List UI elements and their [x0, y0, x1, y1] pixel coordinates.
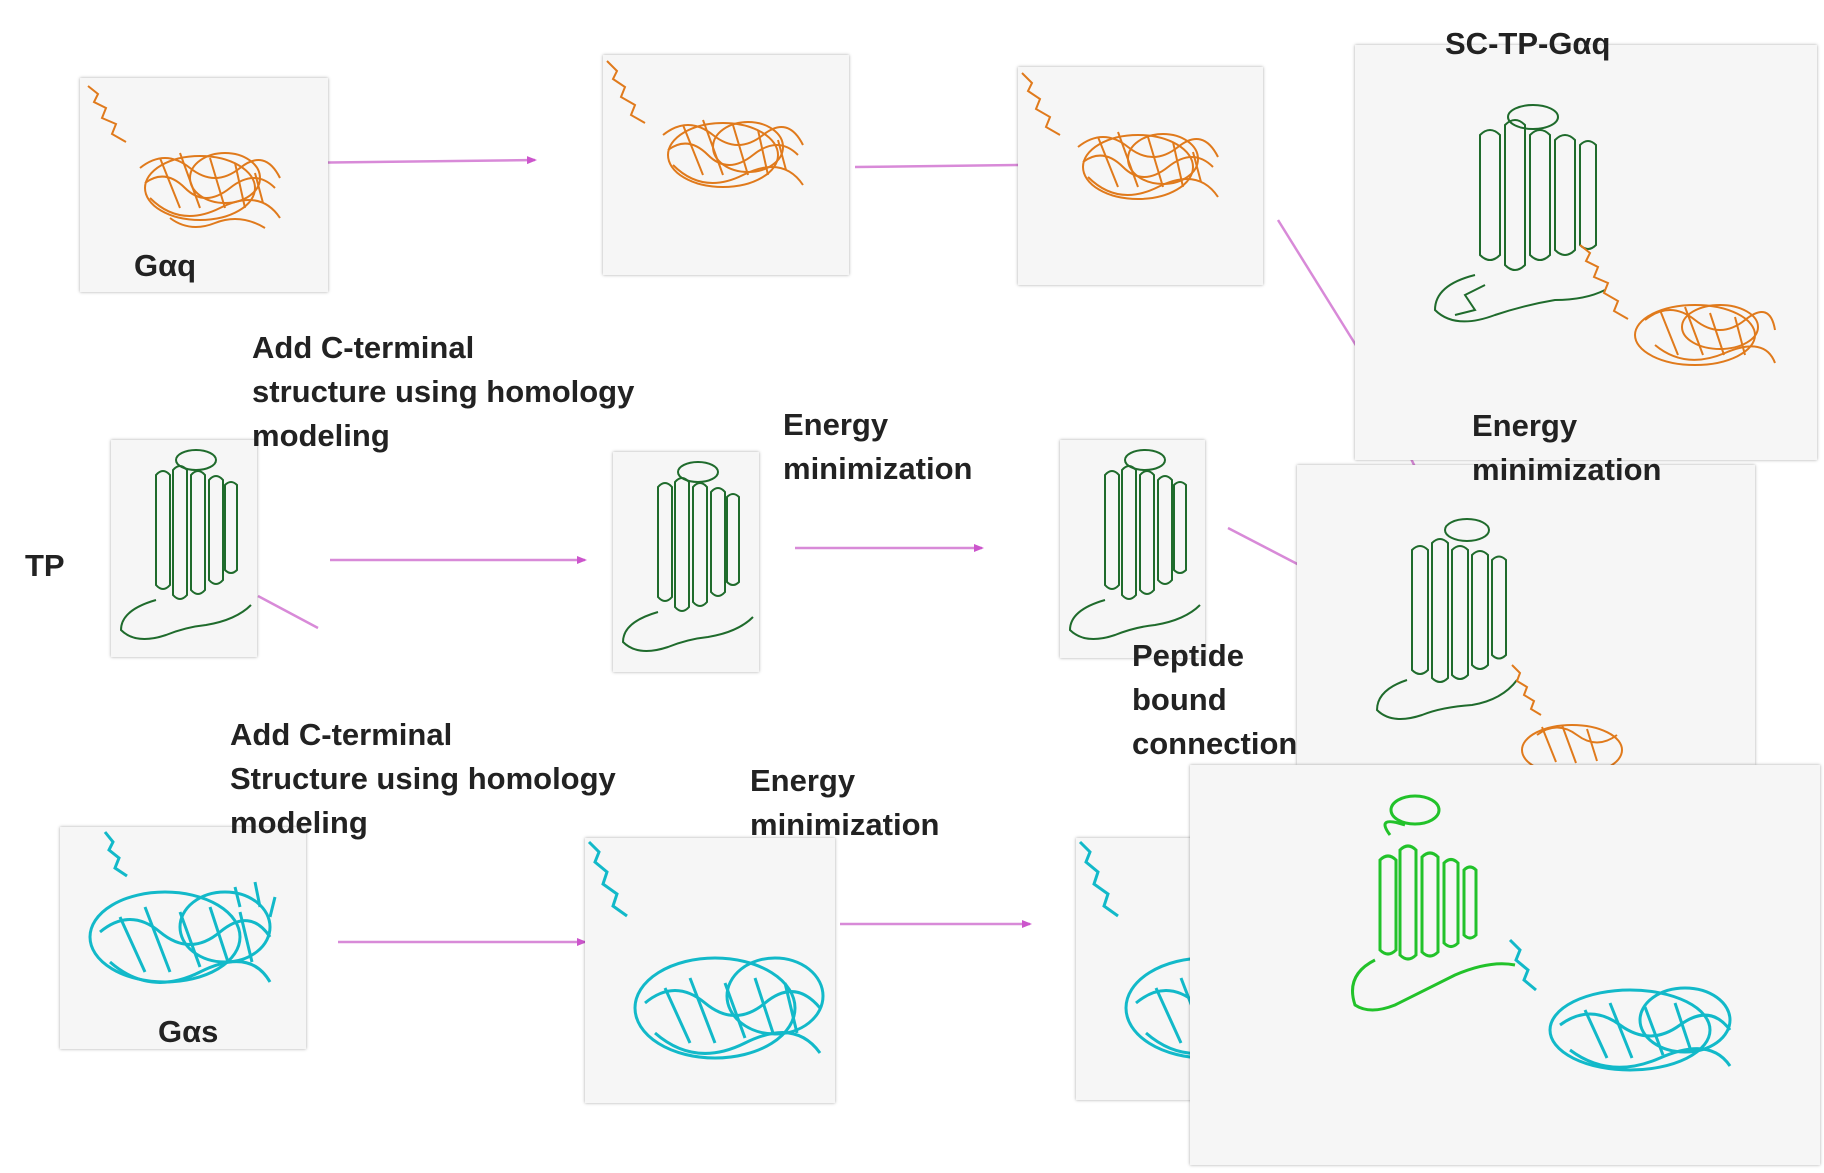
arrow-gaq-2	[855, 165, 1020, 167]
tp-gaq-complex-structure	[1297, 465, 1755, 765]
panel-gas-2	[585, 838, 835, 1103]
panel-gaq-2	[603, 55, 849, 275]
label-gas: Gαs	[158, 1010, 218, 1054]
label-add-c-terminal-2: Add C-terminal Structure using homology …	[230, 713, 616, 845]
gaq-protein-structure	[80, 78, 328, 292]
label-energy-min-1: Energy minimization	[783, 403, 972, 491]
panel-sc-tp-gaq	[1355, 45, 1817, 460]
tp-protein-structure	[613, 452, 759, 672]
panel-tp-2	[613, 452, 759, 672]
panel-complex-bottom	[1190, 765, 1820, 1165]
arrow-gaq-to-complex	[1278, 220, 1362, 355]
label-peptide-bound: Peptide bound connection	[1132, 634, 1297, 766]
panel-tp-start	[111, 440, 257, 657]
panel-gaq-start	[80, 78, 328, 292]
sc-tp-gaq-complex-structure	[1355, 45, 1817, 460]
label-tp: TP	[25, 544, 65, 588]
gaq-protein-structure	[1018, 67, 1263, 285]
label-energy-min-3: Energy minimization	[750, 759, 939, 847]
label-add-c-terminal-1: Add C-terminal structure using homology …	[252, 326, 634, 458]
label-gaq: Gαq	[134, 244, 196, 288]
arrow-tp-stub	[258, 596, 318, 628]
panel-tp-3	[1060, 440, 1205, 658]
gaq-protein-structure	[603, 55, 849, 275]
tp-gas-complex-structure	[1190, 765, 1820, 1165]
tp-protein-structure	[111, 440, 257, 657]
tp-protein-structure	[1060, 440, 1205, 658]
label-energy-min-2: Energy minimization	[1472, 404, 1661, 492]
label-sc-tp-gaq: SC-TP-Gαq	[1445, 22, 1610, 66]
gas-protein-structure	[585, 838, 835, 1103]
panel-complex-middle	[1297, 465, 1755, 765]
panel-gaq-3	[1018, 67, 1263, 285]
